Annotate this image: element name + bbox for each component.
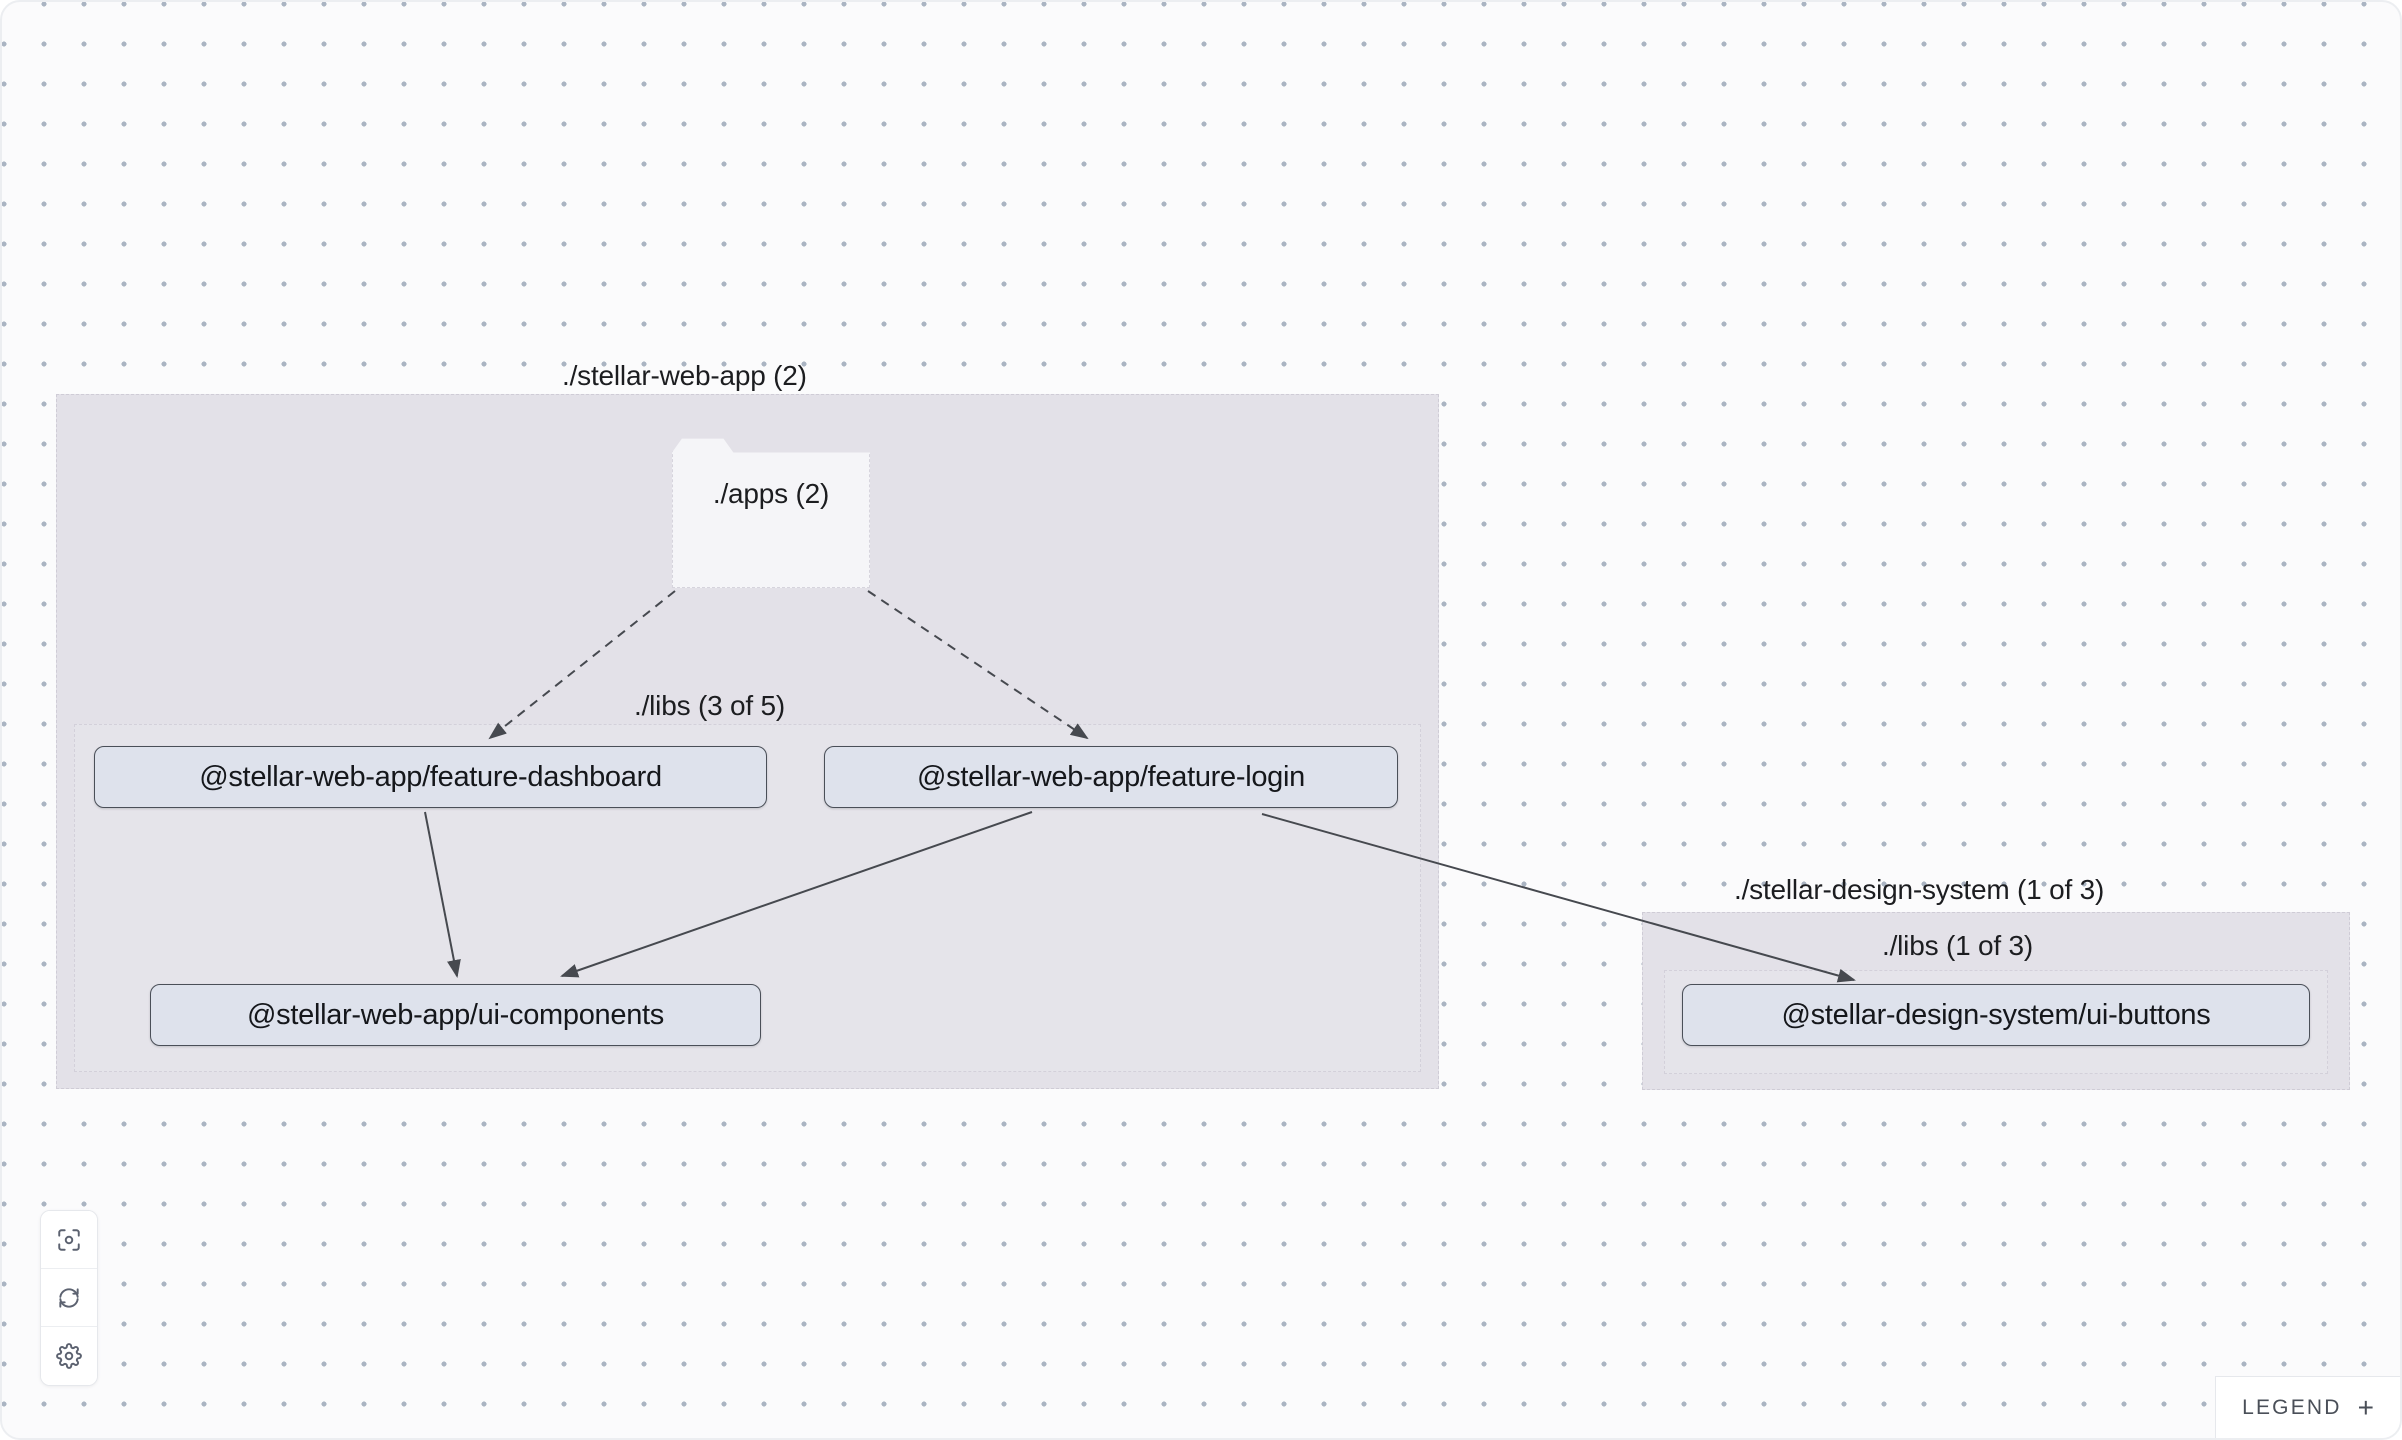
gear-icon	[56, 1343, 82, 1369]
lib-node-ui-components[interactable]: @stellar-web-app/ui-components	[150, 984, 761, 1046]
project-label-stellar-design-system: ./stellar-design-system (1 of 3)	[1734, 874, 2105, 905]
refresh-icon	[56, 1285, 82, 1311]
graph-controls[interactable]	[40, 1210, 98, 1386]
dir-label-web-app-libs: ./libs (3 of 5)	[634, 690, 786, 721]
lib-node-feature-login[interactable]: @stellar-web-app/feature-login	[824, 746, 1398, 808]
dir-label-design-system-libs: ./libs (1 of 3)	[1882, 930, 2034, 961]
folder-node-apps[interactable]: ./apps (2)	[672, 434, 870, 588]
folder-node-apps-label: ./apps (2)	[712, 478, 830, 509]
folder-icon	[672, 438, 870, 588]
plus-icon: +	[2357, 1391, 2374, 1423]
project-label-stellar-web-app: ./stellar-web-app (2)	[562, 360, 807, 391]
lib-node-feature-dashboard[interactable]: @stellar-web-app/feature-dashboard	[94, 746, 767, 808]
settings-button[interactable]	[41, 1327, 97, 1385]
legend-label: LEGEND	[2242, 1395, 2342, 1419]
focus-target-button[interactable]	[41, 1211, 97, 1269]
focus-target-icon	[56, 1227, 82, 1253]
lib-node-ui-buttons[interactable]: @stellar-design-system/ui-buttons	[1682, 984, 2310, 1046]
legend-toggle[interactable]: LEGEND +	[2215, 1376, 2400, 1438]
refresh-button[interactable]	[41, 1269, 97, 1327]
